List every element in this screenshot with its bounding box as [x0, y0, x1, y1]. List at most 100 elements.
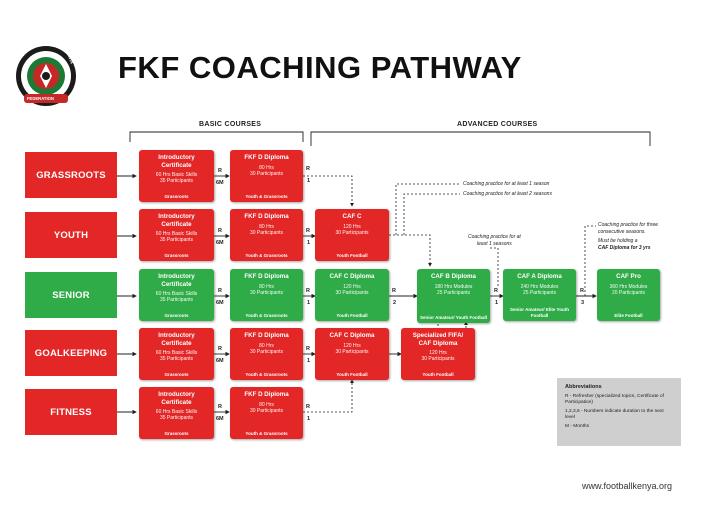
goalkeeping-fkf-d-diploma: FKF D Diploma 80 Hrs 30 Participants You… — [230, 328, 303, 380]
row-label-senior: SENIOR — [25, 272, 117, 318]
course-participants: 35 Participants — [159, 415, 194, 421]
caf-c-note-1: Coaching practice for at least 1 season — [463, 181, 550, 187]
course-title: CAF A Diploma — [517, 273, 562, 280]
course-title: CAF B Diploma — [430, 273, 477, 280]
connector-6m: 6M — [216, 180, 224, 186]
course-title: FKF D Diploma — [244, 213, 289, 220]
course-title: Introductory — [158, 391, 195, 398]
course-hours: 360 Hrs Modules — [609, 283, 648, 290]
course-hours: 180 Hrs Modules — [434, 283, 473, 290]
course-participants: 35 Participants — [159, 178, 194, 184]
note-line: consecutive seasons. — [598, 228, 646, 235]
course-title: CAF Diploma — [418, 339, 458, 347]
course-hours: 60 Hrs Basic Skills — [155, 231, 198, 237]
course-participants: 35 Participants — [159, 297, 194, 303]
course-hours: 80 Hrs — [259, 401, 274, 408]
row-label-grassroots: GRASSROOTS — [25, 152, 117, 198]
connector-6m: 6M — [216, 358, 224, 364]
connector-1: 1 — [495, 300, 499, 306]
connector-1: 1 — [307, 416, 311, 422]
abbreviation-item: R - Refresher (specialized topics, Certi… — [565, 394, 664, 405]
course-target: Grassroots — [164, 252, 189, 258]
grassroots-fkf-d-diploma: FKF D Diploma 80 Hrs 30 Participants You… — [230, 150, 303, 202]
caf-b-note: Coaching practice for at least 1 seasons — [468, 234, 521, 247]
abbreviation-item: M - Months — [565, 424, 589, 429]
course-target: Senior Amateur/ Elite Youth Football — [510, 307, 569, 318]
course-target: Youth & Grassroots — [245, 430, 288, 436]
course-target: Youth & Grassroots — [245, 371, 288, 377]
abbreviations-panel: Abbreviations R - Refresher (specialized… — [557, 378, 681, 446]
course-target: Youth Football — [336, 252, 368, 258]
logo-ring-text-bottom: FEDERATION — [27, 96, 54, 101]
course-hours: 60 Hrs Basic Skills — [155, 350, 198, 356]
connector-1: 1 — [307, 358, 311, 364]
youth-caf-c: CAF C 120 Hrs 30 Participants Youth Foot… — [315, 209, 389, 261]
connector-r: R — [218, 346, 222, 352]
connector-r: R — [306, 228, 310, 234]
abbreviation-item: 1,2,3,6 - Numbers indicate duration to t… — [565, 409, 664, 420]
course-hours: 80 Hrs — [259, 223, 274, 230]
senior-fkf-d-diploma: FKF D Diploma 80 Hrs 30 Participants You… — [230, 269, 303, 321]
course-title: Introductory — [158, 154, 195, 161]
course-participants: 30 Participants — [249, 289, 284, 296]
course-title: Certificate — [161, 339, 192, 347]
course-participants: 30 Participants — [249, 407, 284, 414]
course-target: Grassroots — [164, 371, 189, 377]
goalkeeping-caf-c-diploma: CAF C Diploma 120 Hrs 30 Participants Yo… — [315, 328, 389, 380]
course-hours: 120 Hrs — [429, 350, 447, 356]
fitness-fkf-d-diploma: FKF D Diploma 80 Hrs 30 Participants You… — [230, 387, 303, 439]
senior-caf-pro: CAF Pro 360 Hrs Modules 20 Participants … — [597, 269, 660, 321]
youth-fkf-d-diploma: FKF D Diploma 80 Hrs 30 Participants You… — [230, 209, 303, 261]
connector-r: R — [306, 346, 310, 352]
course-target: Senior Amateur/ Youth Football — [420, 314, 487, 320]
note-line: Must be holding a — [598, 238, 638, 244]
course-target: Youth Football — [422, 371, 454, 377]
row-label-goalkeeping: GOALKEEPING — [25, 330, 117, 376]
course-title: CAF C Diploma — [329, 332, 375, 339]
course-participants: 30 Participants — [335, 289, 369, 296]
course-participants: 20 Participants — [611, 289, 646, 296]
fkf-logo — [16, 46, 76, 106]
course-hours: 120 Hrs — [343, 223, 361, 230]
course-title: CAF C — [342, 213, 362, 220]
goalkeeping-specialized-diploma: Specialized FIFA/ CAF Diploma 120 Hrs 30… — [401, 328, 475, 380]
connector-6m: 6M — [216, 240, 224, 246]
connector-r: R — [306, 404, 310, 410]
course-hours: 80 Hrs — [259, 164, 274, 171]
connector-r: R — [218, 228, 222, 234]
course-participants: 30 Participants — [421, 356, 455, 362]
course-title: FKF D Diploma — [244, 154, 289, 161]
course-title: Introductory — [158, 332, 195, 339]
course-target: Youth Football — [336, 312, 368, 318]
caf-pro-note-2: Must be holding a CAF Diploma for 3 yrs — [598, 238, 651, 251]
abbreviations-title: Abbreviations — [565, 384, 602, 390]
course-participants: 30 Participants — [249, 348, 284, 355]
course-title: FKF D Diploma — [244, 332, 289, 339]
course-title: Certificate — [161, 280, 192, 288]
note-line: Coaching practice for three — [598, 222, 659, 228]
course-title: Certificate — [161, 161, 192, 169]
row-label-youth: YOUTH — [25, 212, 117, 258]
website-url[interactable]: www.footballkenya.org — [582, 481, 673, 491]
connector-1: 1 — [307, 178, 311, 184]
course-hours: 60 Hrs Basic Skills — [155, 291, 198, 297]
note-line: least 1 seasons — [477, 240, 512, 247]
course-title: Introductory — [158, 273, 195, 280]
caf-pro-note-1: Coaching practice for three consecutive … — [598, 222, 658, 235]
basic-courses-label: BASIC COURSES — [199, 121, 262, 128]
course-title: CAF C Diploma — [329, 273, 375, 280]
youth-intro-certificate: Introductory Certificate 60 Hrs Basic Sk… — [139, 209, 214, 261]
page-title: FKF COACHING PATHWAY — [118, 50, 522, 85]
course-target: Grassroots — [164, 312, 189, 318]
course-participants: 35 Participants — [159, 356, 194, 362]
note-line: CAF Diploma for 3 yrs — [598, 244, 651, 251]
course-participants: 25 Participants — [522, 289, 557, 296]
connector-r: R — [218, 168, 222, 174]
connector-1: 1 — [307, 240, 311, 246]
connector-r: R — [218, 288, 222, 294]
course-title: CAF Pro — [616, 273, 641, 280]
course-hours: 80 Hrs — [259, 283, 274, 290]
connector-r: R — [580, 288, 584, 294]
course-title: FKF D Diploma — [244, 273, 289, 280]
course-participants: 25 Participants — [436, 289, 471, 296]
